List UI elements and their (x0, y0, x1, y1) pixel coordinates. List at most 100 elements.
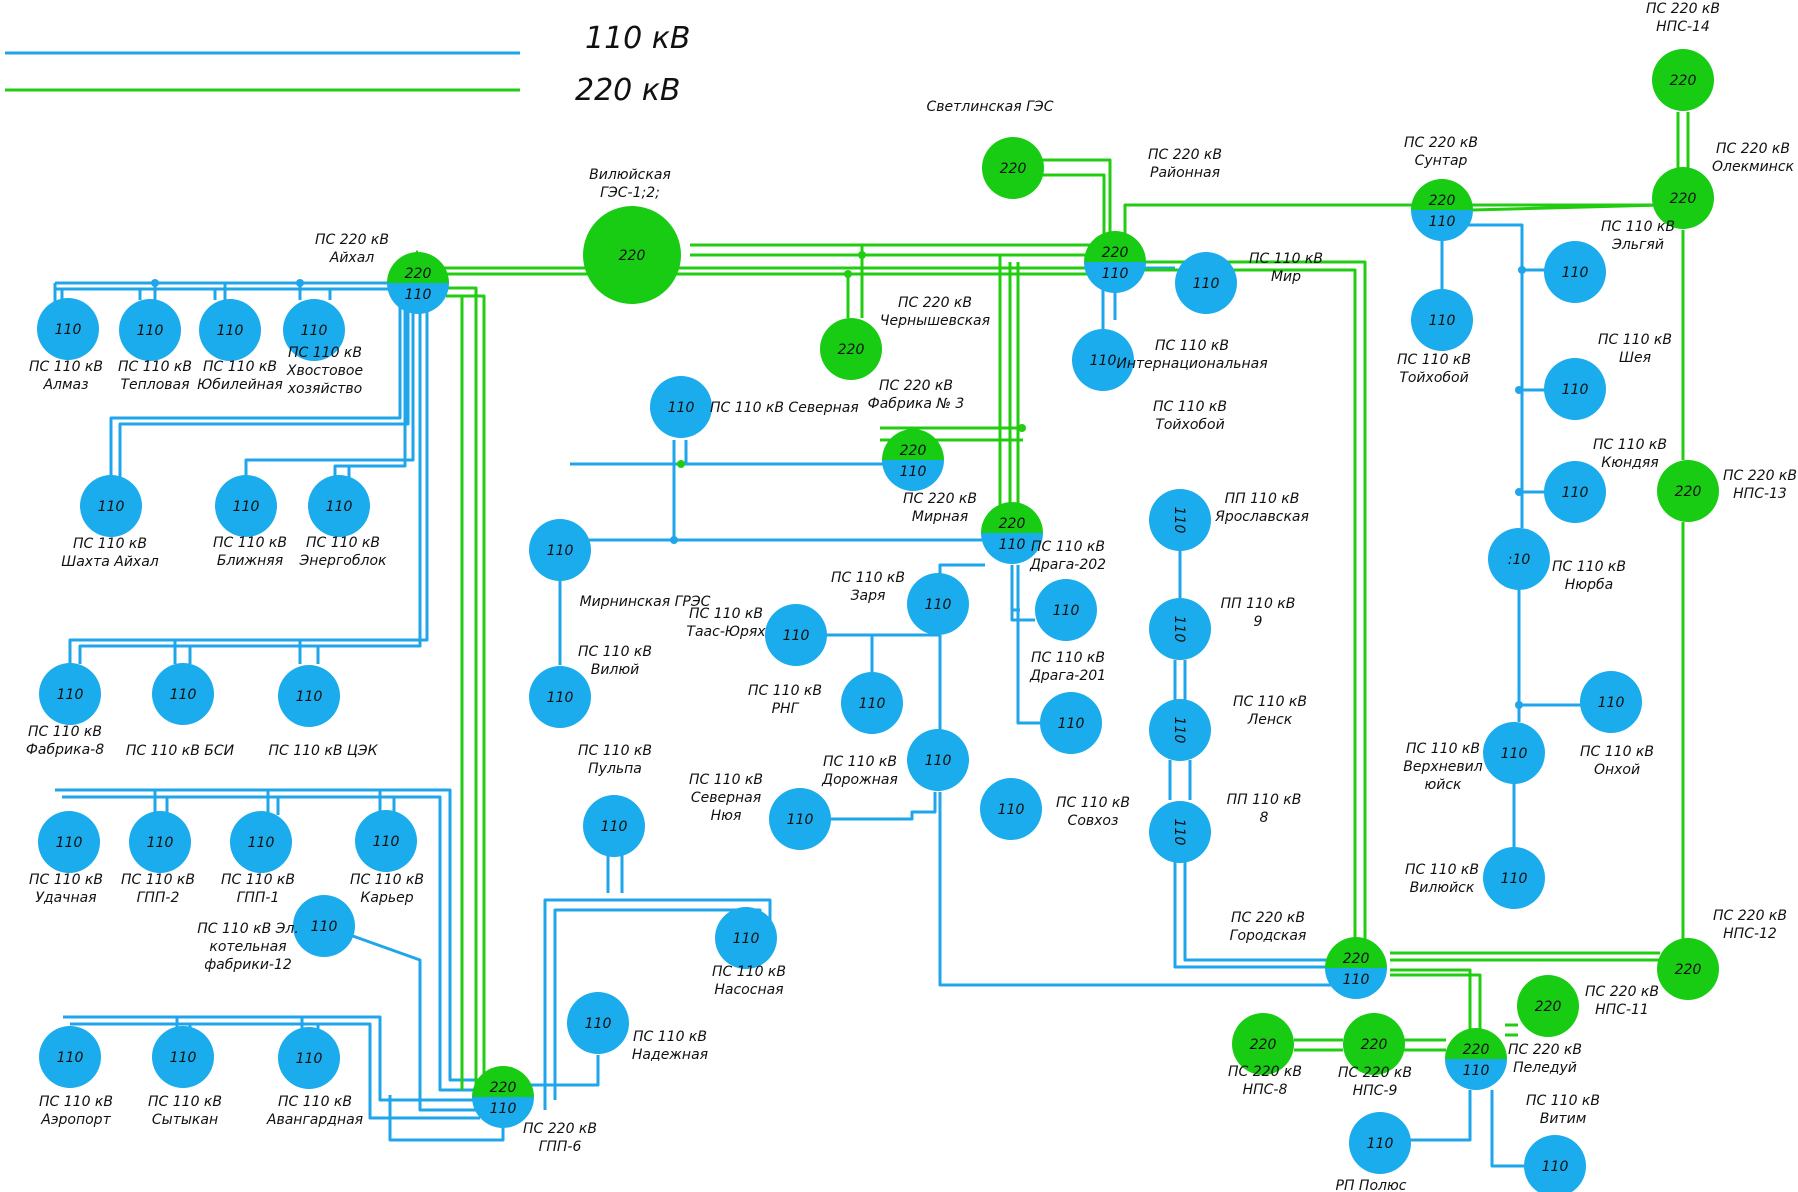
substation-label: ПС 110 кВ (1552, 559, 1626, 575)
substation-220-half (1084, 231, 1146, 262)
substation-label: Чернышевская (880, 313, 990, 329)
substation-circle (230, 811, 292, 873)
substation-label: ПС 220 кВ (1723, 468, 1797, 484)
substation-220-half (387, 252, 449, 283)
line-110-38 (543, 898, 772, 1110)
substation-label: ПС 220 кВ (315, 232, 389, 248)
substation-voltage-text: 220 (1250, 1037, 1277, 1053)
substation-label: ПС 110 кВ (278, 1094, 352, 1110)
substation-label: Мирная (912, 509, 968, 525)
substation-label: ПП 110 кВ (1227, 792, 1302, 808)
substation-voltage-text: 110 (1367, 1136, 1394, 1152)
substation-voltage-text: 110 (1501, 746, 1528, 762)
substation-110-half (472, 1097, 534, 1128)
substation-label: ПС 110 кВ (1153, 399, 1227, 415)
substation-label: ПС 110 кВ (1406, 741, 1480, 757)
substation-circle (650, 376, 712, 438)
substation-circle (355, 810, 417, 872)
substation-label: НПС-9 (1353, 1083, 1398, 1099)
line-110-62 (1173, 862, 1330, 969)
substation-label: ПС 110 кВ (118, 359, 192, 375)
substation-circle (1657, 460, 1719, 522)
line-110-22 (55, 788, 480, 1082)
substation-voltage-text: 110 (1053, 603, 1080, 619)
substation-220-half (981, 502, 1043, 533)
substation-label: юйск (1424, 777, 1462, 793)
legend-label-220: 220 кВ (575, 73, 681, 108)
substation-circle (765, 604, 827, 666)
substation-voltage-text: 110 (56, 835, 83, 851)
junction-dot (1515, 488, 1523, 496)
substation-circle (769, 788, 831, 850)
substation-voltage-text: 110 (998, 802, 1025, 818)
